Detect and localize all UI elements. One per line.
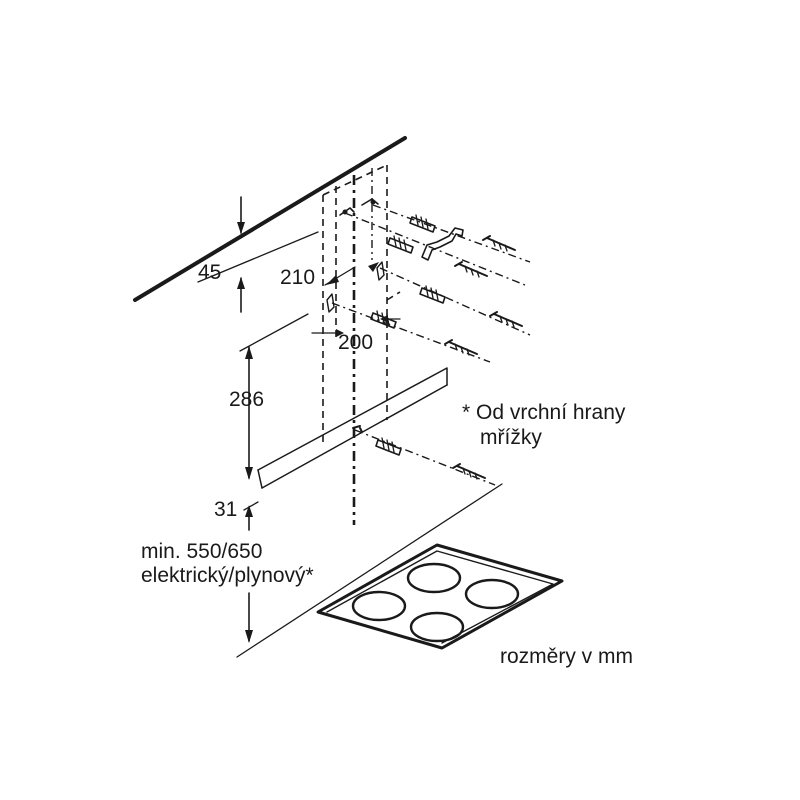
wall-plug-1 <box>409 214 436 233</box>
burner-back-right <box>464 578 520 610</box>
screw-1 <box>482 235 516 252</box>
cooktop <box>316 543 564 650</box>
min-distance-line1: min. 550/650 <box>141 540 262 563</box>
units-note: rozměry v mm <box>500 645 633 668</box>
dimension-210-label: 210 <box>280 266 315 289</box>
screw-4 <box>444 339 478 356</box>
min-distance-line2: elektrický/plynový* <box>141 564 314 587</box>
screw-3 <box>489 311 523 328</box>
burner-back-left <box>406 562 462 594</box>
burner-front-left <box>351 590 407 622</box>
dimension-45-label: 45 <box>198 261 221 284</box>
dimension-45-arrows <box>197 196 319 313</box>
upper-bracket-right <box>361 198 379 206</box>
screw-5 <box>452 463 486 480</box>
hood-edge <box>257 367 448 489</box>
screw-2 <box>454 261 488 278</box>
footnote-line1: * Od vrchní hrany <box>462 401 626 424</box>
dimension-200-arrows <box>311 315 401 337</box>
footnote-line2: mřížky <box>480 426 542 449</box>
chimney-outline <box>322 164 401 445</box>
dimension-210-arrows <box>324 262 379 286</box>
dimension-31-label: 31 <box>214 498 237 521</box>
ceiling-edge <box>133 136 407 302</box>
dimension-286-label: 286 <box>229 388 264 411</box>
wall-plug-2 <box>387 235 414 254</box>
wall-plug-4 <box>370 310 397 329</box>
wall-plug-5 <box>375 437 402 456</box>
mid-bracket <box>326 261 385 313</box>
wall-plug-3 <box>419 285 446 304</box>
burner-front-right <box>409 611 465 643</box>
hanging-hook <box>421 227 464 261</box>
dimension-200-label: 200 <box>338 331 373 354</box>
vertical-dimension-line <box>236 313 503 658</box>
